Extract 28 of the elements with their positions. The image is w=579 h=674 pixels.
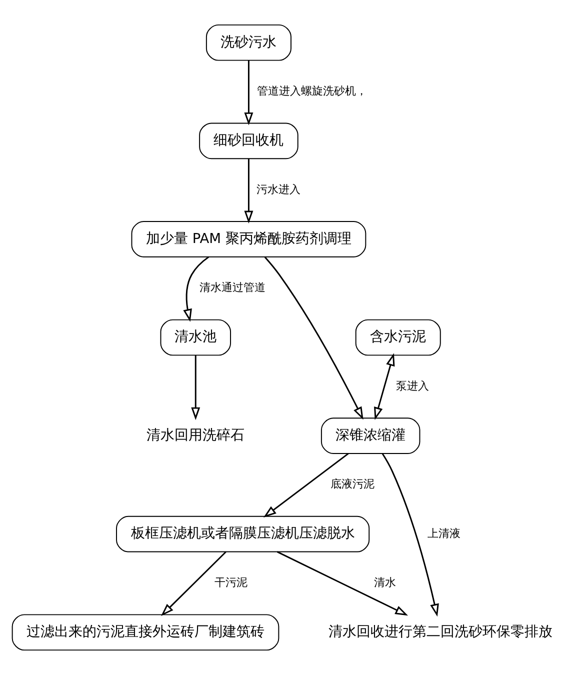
node-box: 含水污泥	[355, 318, 441, 356]
edge-label: 清水	[374, 575, 396, 588]
arrow	[191, 354, 200, 420]
arrow	[244, 60, 254, 125]
arrow	[382, 452, 439, 616]
edge-label: 清水通过管道	[200, 280, 266, 294]
arrow	[374, 352, 395, 420]
arrow	[183, 256, 210, 322]
node-text: 清水回收进行第二回洗砂环保零排放	[328, 624, 552, 640]
node-text: 清水回用洗碎石	[146, 426, 245, 443]
edge-label: 底液污泥	[330, 477, 374, 490]
node-box: 加少量 PAM 聚丙烯酰胺药剂调理	[131, 220, 366, 257]
node-box: 板框压滤机或者隔膜压滤机压滤脱水	[116, 515, 370, 552]
edge-label: 干污泥	[214, 575, 248, 588]
arrow	[161, 550, 226, 616]
edge-label: 污水进入	[256, 182, 301, 196]
node-box: 清水池	[160, 318, 232, 356]
edge-label: 泵进入	[396, 378, 430, 392]
arrow	[264, 256, 364, 420]
arrow	[263, 452, 349, 518]
arrow	[244, 158, 254, 224]
node-box: 细砂回收机	[199, 122, 298, 159]
node-box: 洗砂污水	[206, 24, 292, 60]
edge-label: 管道进入螺旋洗砂机，	[257, 84, 368, 98]
node-box: 深锥浓缩灌	[320, 417, 420, 454]
arrow	[276, 550, 408, 616]
edge-label: 上清液	[428, 526, 461, 540]
node-box: 过滤出来的污泥直接外运砖厂制建筑砖	[12, 614, 280, 650]
